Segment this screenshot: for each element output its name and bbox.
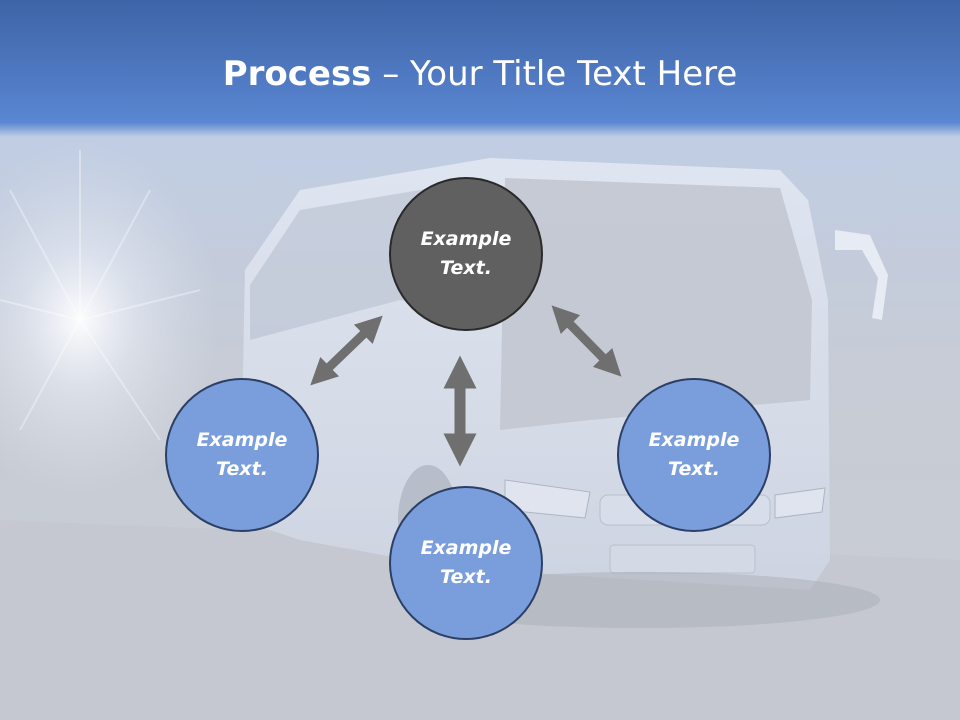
node-bottom-line1: Example: [420, 537, 512, 559]
title-bold-part: Process: [222, 54, 372, 94]
node-top-line2: Text.: [440, 257, 492, 279]
node-left-line2: Text.: [216, 458, 268, 480]
node-right-line2: Text.: [668, 458, 720, 480]
arrow-top-right: [551, 305, 622, 377]
node-right-line1: Example: [648, 429, 740, 451]
node-left-line1: Example: [196, 429, 288, 451]
node-top-line1: Example: [420, 228, 512, 250]
node-bottom-line2: Text.: [440, 566, 492, 588]
arrow-top-left: [310, 315, 383, 386]
title-rest-part: – Your Title Text Here: [371, 54, 738, 94]
slide-title: Process – Your Title Text Here: [0, 50, 960, 98]
